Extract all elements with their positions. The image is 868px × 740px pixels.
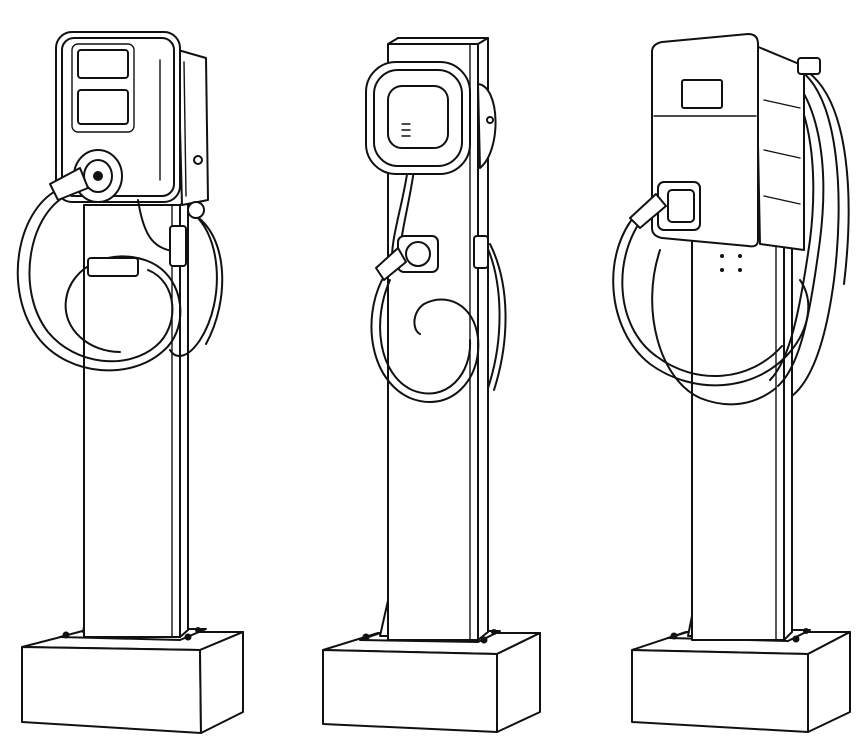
- charging-cable-1: [16, 187, 224, 372]
- charger-head-2: [365, 61, 471, 175]
- connector-2: [375, 235, 489, 281]
- side-bracket-1: [177, 49, 209, 206]
- ev-charger-3: [612, 33, 851, 733]
- led-panel-2: [387, 85, 449, 149]
- ev-charger-2: [322, 37, 541, 733]
- foundation-block-2: [322, 632, 541, 733]
- display-3: [681, 79, 723, 109]
- side-bracket-2: [477, 83, 497, 169]
- display-top-1: [77, 49, 129, 79]
- connector-3: [629, 181, 701, 231]
- connector-1: [49, 149, 123, 203]
- post-1: [83, 199, 189, 638]
- post-3: [691, 224, 793, 641]
- holster-1: [137, 199, 205, 267]
- ev-charger-1: [16, 31, 244, 734]
- foundation-block-3: [631, 631, 851, 733]
- display-bottom-1: [77, 89, 129, 125]
- foundation-block-1: [21, 631, 244, 734]
